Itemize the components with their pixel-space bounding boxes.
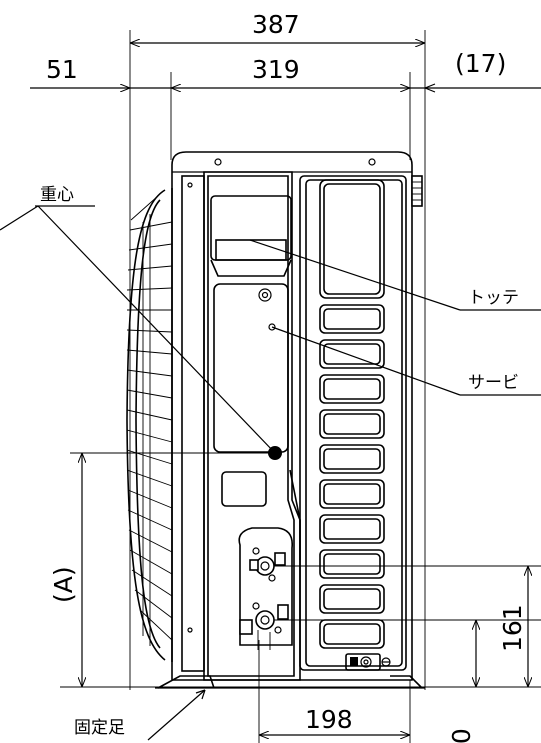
dim-right-offset: (17) <box>455 49 506 78</box>
dim-pipe-height: 161 <box>498 604 527 652</box>
ground-terminal <box>345 653 391 671</box>
label-handle: トッテ <box>468 288 519 308</box>
dim-body-width: 319 <box>252 55 300 84</box>
callout-center-of-gravity <box>0 205 276 454</box>
dim-pipe-spacing: 198 <box>305 705 353 734</box>
label-service-port: サービ <box>468 373 519 393</box>
callout-service-port <box>271 326 541 396</box>
fan-guard <box>126 188 173 662</box>
pipe-valves <box>238 527 294 650</box>
label-center-of-gravity: 重心 <box>40 185 74 205</box>
callout-handle <box>249 239 541 311</box>
dim-total-width: 387 <box>252 10 300 39</box>
handle <box>210 195 292 277</box>
label-fixed-foot: 固定足 <box>74 718 125 738</box>
dimension-161 <box>476 566 528 687</box>
extension-lines <box>60 30 541 743</box>
dim-left-offset: 51 <box>46 55 78 84</box>
dimension-17 <box>410 83 541 93</box>
service-panel-details <box>213 283 301 560</box>
dim-bottom-partial: 90 <box>447 728 476 743</box>
callout-fixed-foot <box>147 689 206 741</box>
louvers <box>319 179 385 649</box>
dim-height-a: (A) <box>49 566 78 603</box>
